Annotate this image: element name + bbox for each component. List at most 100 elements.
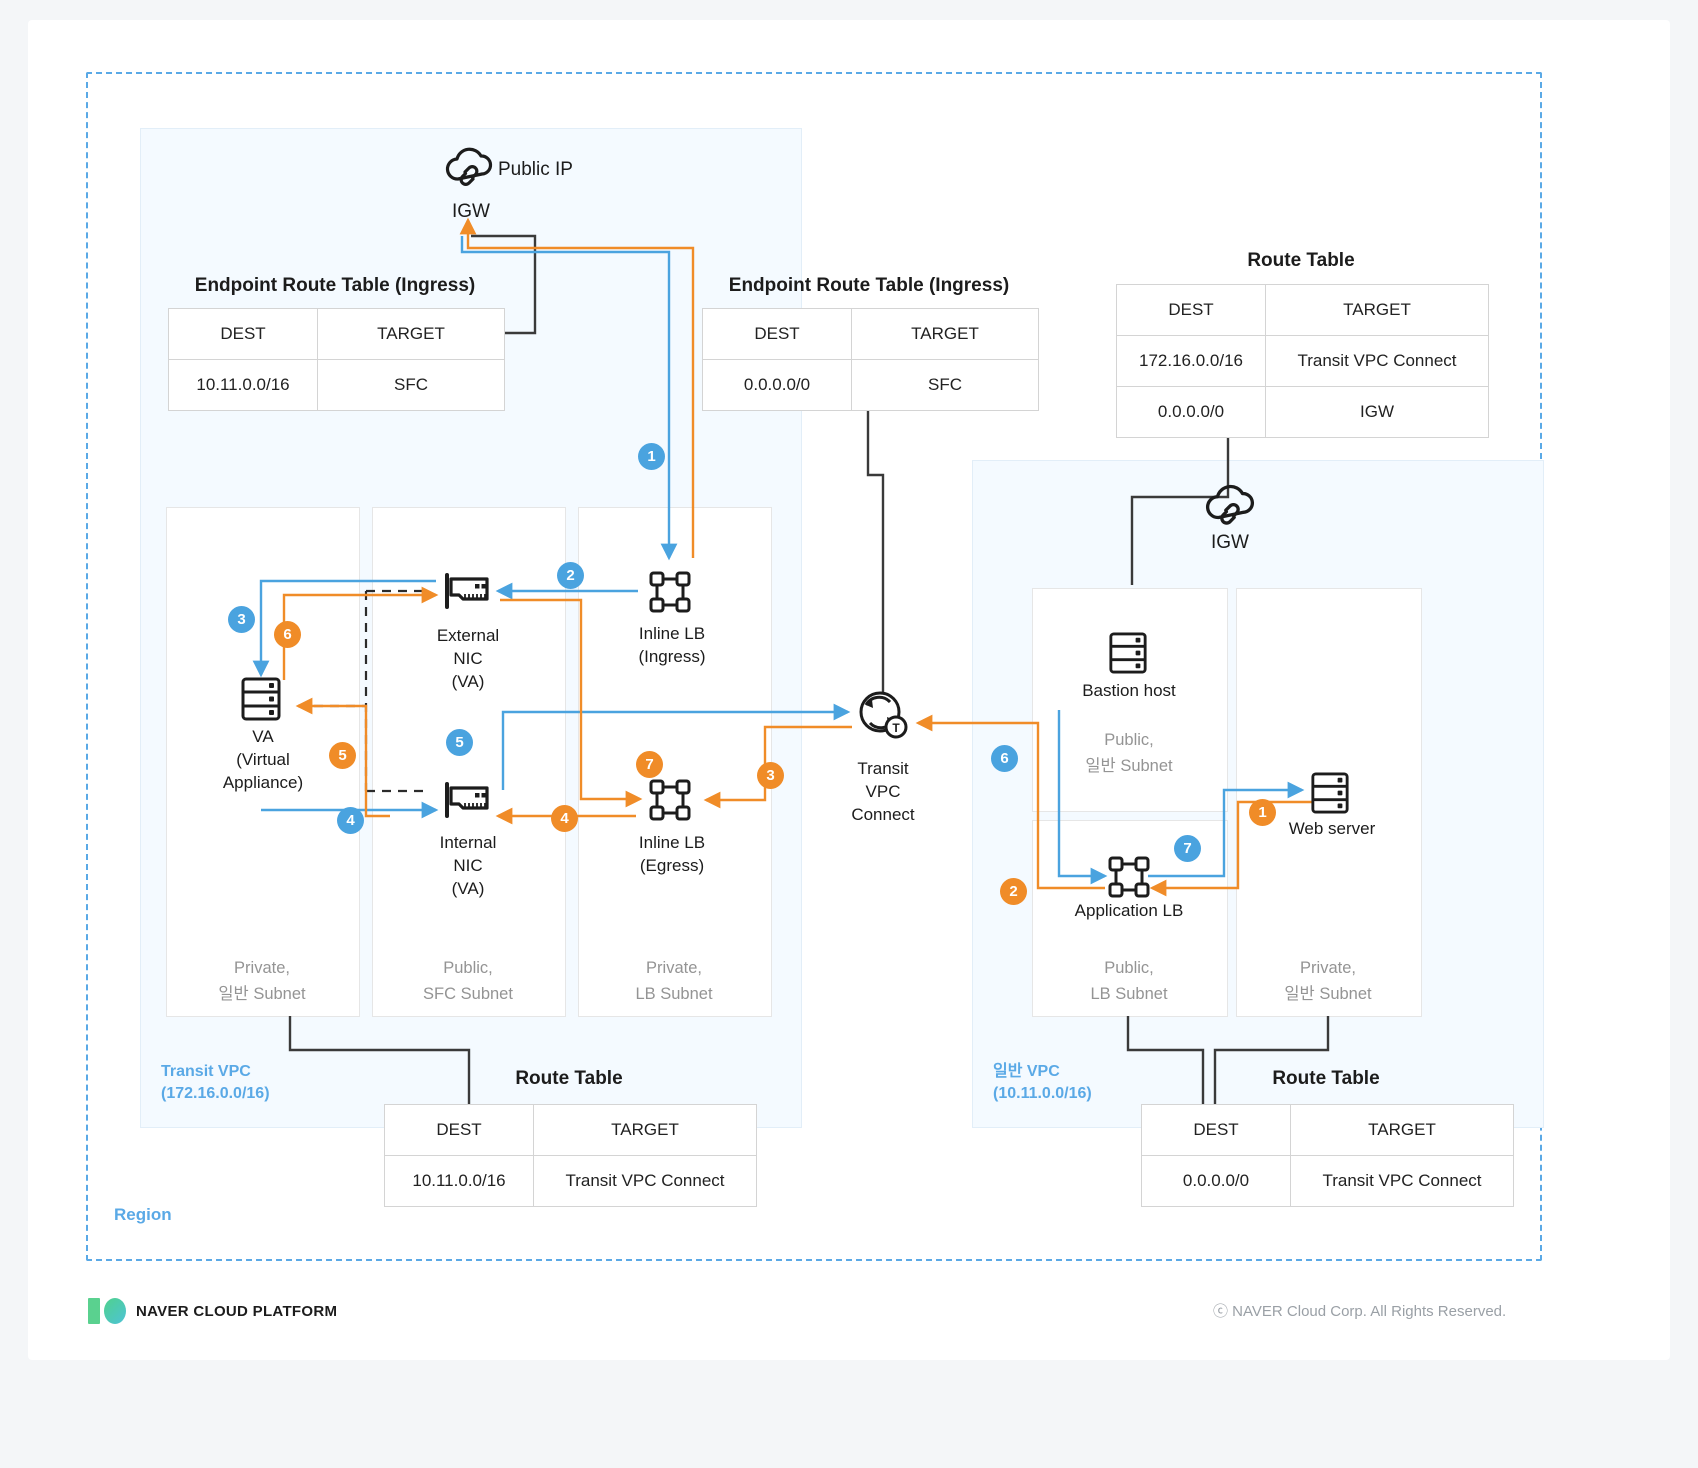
table-row: 0.0.0.0/0 SFC xyxy=(702,359,1039,411)
route-table-transit-title: Route Table xyxy=(515,1068,623,1089)
logo-dot-shape xyxy=(104,1298,126,1324)
step-badge-egress-4: 4 xyxy=(551,805,578,832)
general-vpc-name: 일반 VPC xyxy=(993,1063,1060,1080)
step-badge-ingress-2: 2 xyxy=(557,562,584,589)
th-dest: DEST xyxy=(1141,1104,1291,1156)
transit-connect-icon: T xyxy=(856,690,910,745)
external-nic-label: External NIC (VA) xyxy=(436,626,500,691)
step-badge-egress-6: 6 xyxy=(274,621,301,648)
td-dest: 0.0.0.0/0 xyxy=(1141,1155,1291,1207)
th-dest: DEST xyxy=(384,1104,534,1156)
td-target: Transit VPC Connect xyxy=(1290,1155,1514,1207)
table-row: 0.0.0.0/0 IGW xyxy=(1116,386,1489,438)
th-target: TARGET xyxy=(1265,284,1489,336)
step-badge-ingress-7: 7 xyxy=(1174,835,1201,862)
subnet-caption-transit-public-sfc: Public, SFC Subnet xyxy=(423,959,513,1003)
cloud-link-icon xyxy=(444,146,494,193)
cloud-link-icon xyxy=(1204,483,1256,532)
load-balancer-icon xyxy=(648,570,692,619)
route-table-top-right-title: Route Table xyxy=(1247,250,1355,271)
endpoint-rt-right: DEST TARGET 0.0.0.0/0 SFC xyxy=(702,308,1039,411)
logo-bar-shape xyxy=(88,1298,100,1324)
step-badge-ingress-4: 4 xyxy=(337,807,364,834)
table-header-row: DEST TARGET xyxy=(1141,1104,1514,1156)
table-header-row: DEST TARGET xyxy=(1116,284,1489,336)
server-icon xyxy=(240,675,282,728)
route-table-top-right: DEST TARGET 172.16.0.0/16 Transit VPC Co… xyxy=(1116,284,1489,438)
step-badge-egress-1: 1 xyxy=(1249,799,1276,826)
th-dest: DEST xyxy=(1116,284,1266,336)
th-target: TARGET xyxy=(1290,1104,1514,1156)
th-target: TARGET xyxy=(533,1104,757,1156)
transit-vpc-label: Transit VPC (172.16.0.0/16) xyxy=(161,1061,270,1104)
internal-nic-label: Internal NIC (VA) xyxy=(439,833,497,898)
table-header-row: DEST TARGET xyxy=(168,308,505,360)
general-vpc-label: 일반 VPC (10.11.0.0/16) xyxy=(993,1061,1092,1104)
subnet-caption-transit-private-general: Private, 일반 Subnet xyxy=(218,959,306,1003)
td-target: SFC xyxy=(851,359,1039,411)
load-balancer-icon xyxy=(1107,855,1151,904)
table-row: 10.11.0.0/16 Transit VPC Connect xyxy=(384,1155,757,1207)
server-icon xyxy=(1108,630,1148,681)
th-target: TARGET xyxy=(317,308,505,360)
application-lb-label: Application LB xyxy=(1074,901,1184,920)
route-table-general: DEST TARGET 0.0.0.0/0 Transit VPC Connec… xyxy=(1141,1104,1514,1207)
td-target: Transit VPC Connect xyxy=(533,1155,757,1207)
network-card-icon xyxy=(443,573,493,614)
footer-logo-text: NAVER CLOUD PLATFORM xyxy=(136,1302,338,1320)
route-table-transit: DEST TARGET 10.11.0.0/16 Transit VPC Con… xyxy=(384,1104,757,1207)
route-table-general-title: Route Table xyxy=(1272,1068,1380,1089)
load-balancer-icon xyxy=(648,778,692,827)
step-badge-egress-5: 5 xyxy=(329,742,356,769)
subnet-caption-transit-private-lb: Private, LB Subnet xyxy=(635,959,713,1003)
general-vpc-cidr: (10.11.0.0/16) xyxy=(993,1084,1092,1102)
td-dest: 0.0.0.0/0 xyxy=(702,359,852,411)
td-dest: 10.11.0.0/16 xyxy=(384,1155,534,1207)
endpoint-rt-right-title: Endpoint Route Table (Ingress) xyxy=(728,275,1010,296)
th-target: TARGET xyxy=(851,308,1039,360)
td-dest: 0.0.0.0/0 xyxy=(1116,386,1266,438)
td-target: IGW xyxy=(1265,386,1489,438)
th-dest: DEST xyxy=(702,308,852,360)
endpoint-rt-left-title: Endpoint Route Table (Ingress) xyxy=(194,275,476,296)
subnet-caption-general-public-lb: Public, LB Subnet xyxy=(1090,959,1168,1003)
table-row: 172.16.0.0/16 Transit VPC Connect xyxy=(1116,335,1489,387)
td-dest: 10.11.0.0/16 xyxy=(168,359,318,411)
subnet-caption-general-public-general: Public, 일반 Subnet xyxy=(1085,731,1173,775)
transit-vpc-name: Transit VPC xyxy=(161,1063,251,1080)
footer-copyright: ⓒ NAVER Cloud Corp. All Rights Reserved. xyxy=(1213,1303,1507,1320)
td-target: SFC xyxy=(317,359,505,411)
transit-vpc-cidr: (172.16.0.0/16) xyxy=(161,1084,270,1102)
step-badge-egress-3: 3 xyxy=(757,762,784,789)
bastion-host-label: Bastion host xyxy=(1082,681,1176,700)
network-card-icon xyxy=(443,782,493,823)
step-badge-ingress-3: 3 xyxy=(228,606,255,633)
step-badge-ingress-5: 5 xyxy=(446,729,473,756)
transit-vpc-connect-label: Transit VPC Connect xyxy=(851,759,915,824)
td-target: Transit VPC Connect xyxy=(1265,335,1489,387)
table-header-row: DEST TARGET xyxy=(384,1104,757,1156)
td-dest: 172.16.0.0/16 xyxy=(1116,335,1266,387)
svg-text:T: T xyxy=(892,721,900,735)
igw-right-label: IGW xyxy=(1211,532,1249,553)
step-badge-ingress-1: 1 xyxy=(638,443,665,470)
subnet-caption-general-private-general: Private, 일반 Subnet xyxy=(1284,959,1372,1003)
step-badge-egress-2: 2 xyxy=(1000,878,1027,905)
naver-cloud-logo: NAVER CLOUD PLATFORM xyxy=(88,1298,337,1324)
igw-left-label: IGW xyxy=(452,201,490,222)
public-ip-label: Public IP xyxy=(498,159,573,180)
inline-lb-egress-label: Inline LB (Egress) xyxy=(638,833,706,875)
web-server-label: Web server xyxy=(1288,819,1376,838)
diagram-canvas: Region Transit VPC (172.16.0.0/16) 일반 VP… xyxy=(28,20,1670,1360)
step-badge-ingress-6: 6 xyxy=(991,745,1018,772)
region-label: Region xyxy=(114,1205,172,1224)
va-label: VA (Virtual Appliance) xyxy=(222,727,304,792)
table-row: 10.11.0.0/16 SFC xyxy=(168,359,505,411)
table-header-row: DEST TARGET xyxy=(702,308,1039,360)
endpoint-rt-left: DEST TARGET 10.11.0.0/16 SFC xyxy=(168,308,505,411)
table-row: 0.0.0.0/0 Transit VPC Connect xyxy=(1141,1155,1514,1207)
step-badge-egress-7: 7 xyxy=(636,751,663,778)
inline-lb-ingress-label: Inline LB (Ingress) xyxy=(638,624,706,666)
th-dest: DEST xyxy=(168,308,318,360)
